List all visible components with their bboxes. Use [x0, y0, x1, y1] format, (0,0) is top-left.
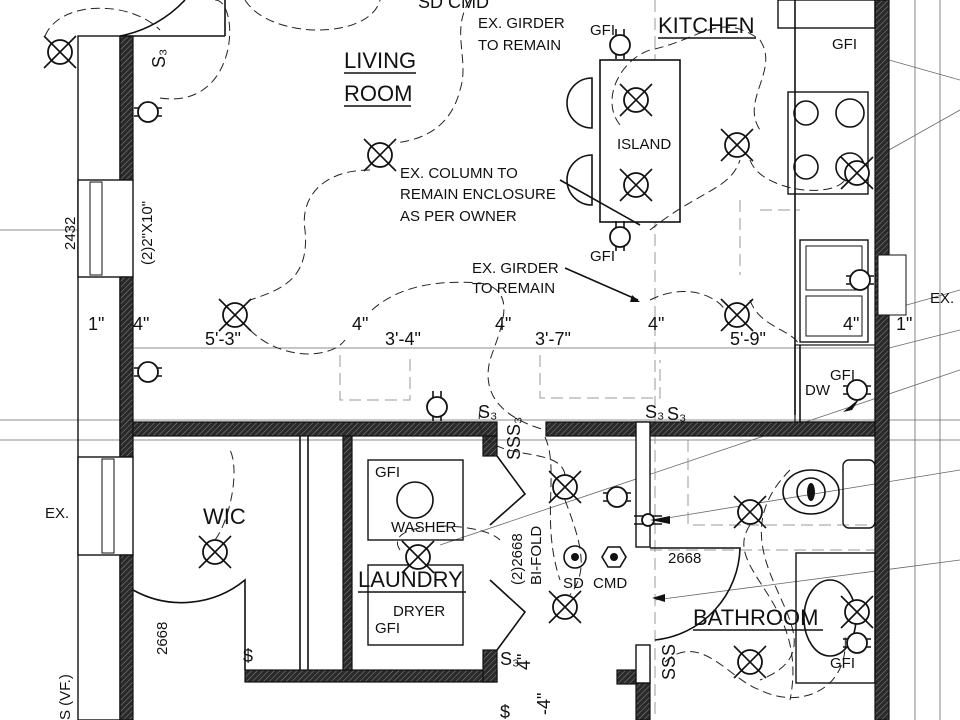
- ceiling-light-icon: [720, 128, 754, 162]
- ceiling-light-icon: [720, 298, 754, 332]
- note-column-2: REMAIN ENCLOSURE: [400, 186, 556, 203]
- ceiling-light-icon: [218, 298, 252, 332]
- ceiling-light-icon: [401, 540, 435, 574]
- leader-lines: [559, 179, 860, 602]
- dimension-label: 4": [352, 314, 368, 334]
- dimension-label: 5'-9": [730, 329, 766, 349]
- note-girder-mid-2: TO REMAIN: [472, 280, 555, 297]
- co-detector-icon: [601, 546, 627, 568]
- dimension-labels: 1" 4" 5'-3" 4" 3'-4" 4" 3'-7" 4" 5'-9" 4…: [88, 314, 912, 715]
- switch-label: S₃: [645, 402, 664, 422]
- dimension-label: 3'-4": [385, 329, 421, 349]
- dimension-label: 1": [896, 314, 912, 334]
- note-column-1: EX. COLUMN TO: [400, 165, 518, 182]
- note-girder-top-2: TO REMAIN: [478, 37, 561, 54]
- outlet-icon: [134, 361, 162, 383]
- gfi-label: GFI: [590, 22, 615, 39]
- ceiling-light-icon: [548, 470, 582, 504]
- walls: [77, 0, 890, 720]
- dishwasher-label: DW: [805, 382, 831, 399]
- switch-label: S₃: [500, 649, 519, 669]
- outlet-icon: [134, 101, 162, 123]
- light-fixtures: [43, 35, 874, 679]
- ceiling-light-icon: [619, 168, 653, 202]
- switch-label: SSS₃: [504, 417, 524, 460]
- room-label-laundry: LAUNDRY: [358, 567, 463, 592]
- smoke-detector-icon: [563, 545, 587, 569]
- dimension-label: 4": [514, 654, 534, 670]
- vf-label: S (VF.): [57, 674, 74, 720]
- header-label: (2)2"X10": [139, 201, 156, 265]
- wic-door-label: 2668: [154, 622, 171, 655]
- outlets: [134, 29, 874, 654]
- room-label-wic: WIC: [203, 504, 246, 529]
- island-label: ISLAND: [617, 136, 671, 153]
- labels: SD CMD EX. GIRDER TO REMAIN KITCHEN LIVI…: [45, 0, 954, 720]
- dryer-label: DRYER: [393, 603, 445, 620]
- dimension-label: 4": [648, 314, 664, 334]
- switch-label: $: [243, 646, 253, 666]
- cmd-label: CMD: [593, 575, 627, 592]
- outlet-icon: [603, 486, 631, 508]
- ceiling-light-icon: [363, 138, 397, 172]
- ceiling-light-icon: [198, 535, 232, 569]
- ceiling-light-icon: [733, 495, 767, 529]
- ceiling-light-icon: [43, 35, 77, 69]
- note-girder-top-1: EX. GIRDER: [478, 15, 565, 32]
- ceiling-light-icon: [548, 590, 582, 624]
- note-ex-right: EX.: [930, 290, 954, 307]
- gfi-label: GFI: [830, 655, 855, 672]
- gfi-label: GFI: [830, 367, 855, 384]
- note-ex-left: EX.: [45, 505, 69, 522]
- dimension-label: 1": [88, 314, 104, 334]
- note-girder-mid-1: EX. GIRDER: [472, 260, 559, 277]
- dimension-label: 4": [133, 314, 149, 334]
- washer-label: WASHER: [391, 519, 456, 536]
- room-label-bathroom: BATHROOM: [693, 605, 818, 630]
- gfi-label: GFI: [832, 36, 857, 53]
- note-sd-cmd: SD CMD: [418, 0, 489, 12]
- switch-label: S₃: [478, 402, 497, 422]
- gfi-label: GFI: [375, 620, 400, 637]
- switch-symbols: S₃ S₃ S₃ S₃ SSS₃ SSS $ $ S₃: [149, 49, 686, 720]
- dimension-label: 3'-7": [535, 329, 571, 349]
- gfi-label: GFI: [375, 464, 400, 481]
- dimension-label: 4": [495, 314, 511, 334]
- switch-label: S₃: [667, 404, 686, 424]
- ceiling-light-icon: [840, 156, 874, 190]
- room-label-kitchen: KITCHEN: [658, 13, 755, 38]
- note-column-3: AS PER OWNER: [400, 208, 517, 225]
- switch-label: $: [500, 702, 510, 720]
- room-label-living-1: LIVING: [344, 48, 416, 73]
- room-label-living-2: ROOM: [344, 81, 412, 106]
- ceiling-light-icon: [619, 83, 653, 117]
- dimension-label: 4": [843, 314, 859, 334]
- ceiling-light-icon: [840, 595, 874, 629]
- switch-label: S₃: [149, 49, 169, 68]
- bath-door-label: 2668: [668, 550, 701, 567]
- wiring-runs: [44, 0, 846, 701]
- outlet-icon: [634, 513, 662, 527]
- switch-label: SSS: [659, 644, 679, 680]
- outlet-icon: [846, 269, 874, 291]
- sd-label: SD: [563, 575, 584, 592]
- kitchen-cabinets: [777, 0, 907, 423]
- bifold-label-1: (2)2668: [509, 533, 526, 585]
- window-size-label: 2432: [62, 217, 79, 250]
- gfi-labels: GFI GFI GFI GFI GFI GFI GFI: [375, 22, 857, 672]
- outlet-icon: [609, 29, 631, 59]
- outlet-icon: [609, 221, 631, 251]
- outlet-icon: [843, 379, 871, 401]
- outlet-icon: [426, 391, 448, 421]
- ceiling-light-icon: [733, 645, 767, 679]
- dimension-label: -4": [534, 693, 554, 715]
- dimension-label: 5'-3": [205, 329, 241, 349]
- gfi-label: GFI: [590, 248, 615, 265]
- bifold-label-2: BI-FOLD: [528, 526, 545, 585]
- outlet-icon: [843, 632, 871, 654]
